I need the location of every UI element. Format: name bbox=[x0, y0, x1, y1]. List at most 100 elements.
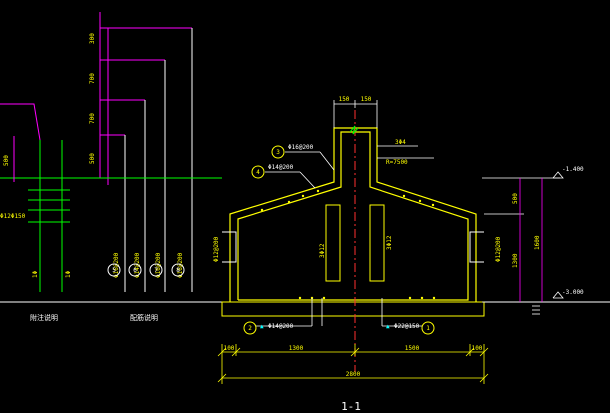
rebar-dot bbox=[408, 296, 412, 300]
wall-openings bbox=[222, 231, 484, 263]
break-symbol bbox=[349, 125, 359, 135]
rebar-dot bbox=[420, 296, 424, 300]
tick-6 bbox=[217, 373, 227, 383]
left-rebar-3: Φ16@200 bbox=[155, 252, 162, 278]
top-dim-left: 150 bbox=[339, 96, 350, 103]
mark-c2: 2 bbox=[248, 325, 252, 332]
tick-4 bbox=[465, 347, 475, 357]
mark-c1-circle bbox=[421, 321, 435, 335]
rebar-dot bbox=[322, 296, 326, 300]
roof-callout-mid: Φ14@200 bbox=[268, 164, 294, 171]
mark-c2-circle bbox=[243, 321, 257, 335]
elev-dim-upper: 500 bbox=[512, 193, 519, 204]
left-bar-1: 1Φ bbox=[32, 270, 39, 278]
left-elev-1: 300 bbox=[89, 33, 96, 44]
left-rebar-1: Φ16@200 bbox=[113, 252, 120, 278]
right-wall-opening bbox=[469, 231, 484, 263]
right-elevation-dims bbox=[482, 171, 564, 315]
right-leaders bbox=[377, 145, 434, 159]
left-circle-marks: 5 6 7 8 bbox=[107, 263, 185, 277]
top-dimension bbox=[333, 100, 378, 128]
core-left bbox=[325, 204, 341, 282]
rebar-dot bbox=[260, 208, 264, 212]
rebar-dot bbox=[316, 189, 320, 193]
leader-c3-diag bbox=[319, 151, 335, 171]
rebar-dots bbox=[260, 189, 436, 300]
base-slab-outline bbox=[221, 301, 485, 317]
mark-c1: 1 bbox=[426, 325, 430, 332]
rebar-dot bbox=[432, 296, 436, 300]
radius-label: R=7500 bbox=[386, 159, 408, 166]
left-elev-4: 500 bbox=[89, 153, 96, 164]
dim-seg-1: 100 bbox=[224, 345, 235, 352]
rebar-dot bbox=[402, 194, 406, 198]
slab-callout-right: Φ22@150 bbox=[394, 323, 420, 330]
left-mark-7: 7 bbox=[154, 267, 158, 274]
chamber-inner bbox=[237, 131, 469, 301]
right-elevation-text: -1.400 -3.000 500 1300 1600 bbox=[512, 166, 584, 296]
mark-c4: 4 bbox=[256, 169, 260, 176]
left-rebar-tag: Φ12Φ150 bbox=[0, 213, 26, 220]
mark-c4-circle bbox=[251, 165, 265, 179]
bottom-dimensions bbox=[217, 344, 489, 384]
core-left-rebar: 3Φ12 bbox=[319, 243, 326, 258]
elev-bottom: -3.000 bbox=[562, 289, 584, 296]
left-mark-5: 5 bbox=[112, 267, 116, 274]
left-bar-2: 1Φ bbox=[65, 270, 72, 278]
roof-callouts bbox=[265, 151, 335, 189]
left-mark-7-circle bbox=[149, 263, 163, 277]
left-mark-5-circle bbox=[107, 263, 121, 277]
rebar-dot bbox=[298, 296, 302, 300]
tick-3 bbox=[350, 347, 360, 357]
left-magenta-leader bbox=[0, 103, 41, 141]
tick-2 bbox=[231, 347, 241, 357]
left-wall-opening bbox=[222, 231, 237, 263]
left-note-1: 附注说明 bbox=[30, 313, 58, 322]
left-wall-rebar: Φ12@200 bbox=[213, 236, 220, 262]
mark-c3-circle bbox=[271, 145, 285, 159]
core-right-rebar: 3Φ12 bbox=[386, 235, 393, 250]
dim-seg-2: 1300 bbox=[289, 345, 304, 352]
left-elevation-text: 300 700 700 500 500 Φ12Φ150 Φ16@200 Φ14@… bbox=[0, 33, 184, 322]
column-core bbox=[325, 204, 385, 282]
left-note-2: 配筋说明 bbox=[130, 313, 158, 322]
core-right bbox=[369, 204, 385, 282]
left-rebar-4: Φ16@200 bbox=[177, 252, 184, 278]
elev-marker-bottom bbox=[552, 291, 564, 299]
slab-callouts bbox=[256, 298, 422, 327]
tick-1 bbox=[217, 347, 227, 357]
left-elev-3: 700 bbox=[89, 113, 96, 124]
right-wall-rebar: Φ12@200 bbox=[495, 236, 502, 262]
roof-callout-top: Φ16@200 bbox=[288, 144, 314, 151]
rebar-dot bbox=[301, 194, 305, 198]
slab-callout-left: Φ14@200 bbox=[268, 323, 294, 330]
left-rebar-2: Φ14@200 bbox=[134, 252, 141, 278]
section-title: 1-1 bbox=[341, 400, 361, 413]
rebar-dot bbox=[431, 203, 435, 207]
mark-c3: 3 bbox=[276, 149, 280, 156]
left-mark-6-circle bbox=[128, 263, 142, 277]
tick-7 bbox=[479, 373, 489, 383]
elev-dim-overall: 1600 bbox=[534, 235, 541, 250]
leader-c4-diag bbox=[299, 171, 316, 189]
elev-dim-lower: 1300 bbox=[512, 253, 519, 268]
bottom-dim-text: 100 1300 1500 100 2800 bbox=[224, 345, 483, 378]
left-elevation-drawing bbox=[0, 12, 222, 303]
cyan-mark-left: ▲ bbox=[260, 323, 264, 330]
dim-overall: 2800 bbox=[346, 371, 361, 378]
left-mark-6: 6 bbox=[133, 267, 137, 274]
rebar-dot bbox=[287, 200, 291, 204]
elev-top: -1.400 bbox=[562, 166, 584, 173]
cyan-mark-right: ▲ bbox=[386, 323, 390, 330]
left-mark-8-circle bbox=[171, 263, 185, 277]
elev-marker-top bbox=[552, 171, 564, 179]
dim-seg-3: 1500 bbox=[405, 345, 420, 352]
tick-5 bbox=[479, 347, 489, 357]
top-dim-right: 150 bbox=[361, 96, 372, 103]
left-elev-5: 500 bbox=[3, 155, 10, 166]
right-top-callout: 3Φ4 bbox=[395, 139, 406, 146]
rebar-dot bbox=[418, 199, 422, 203]
left-elev-2: 700 bbox=[89, 73, 96, 84]
